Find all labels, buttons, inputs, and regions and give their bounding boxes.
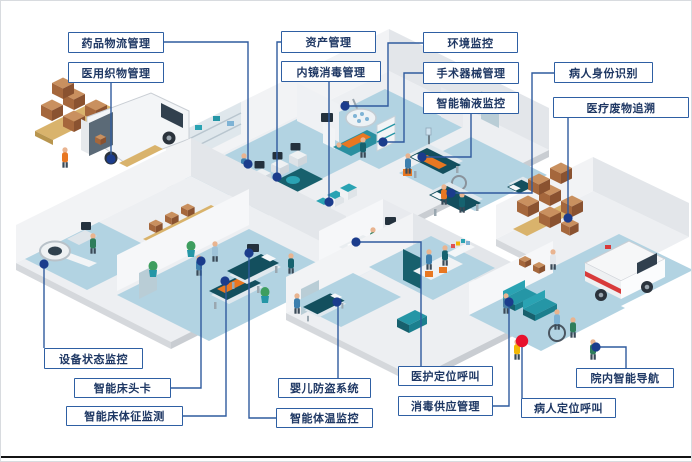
label-smart-bedside-card: 智能床头卡 [74,378,171,398]
label-smart-bed-vital-signs: 智能床体征监测 [66,406,183,426]
wheelchair [548,324,566,342]
bottom-rule [1,456,691,459]
label-patient-identification: 病人身份识别 [554,62,653,83]
label-infant-anti-theft: 婴儿防盗系统 [278,378,371,398]
label-equipment-status-monitoring: 设备状态监控 [44,348,143,369]
waste-box-stacks [513,162,583,236]
label-asset-mgmt: 资产管理 [281,31,376,53]
label-staff-locating-call: 医护定位呼叫 [398,366,493,386]
surgical-lamp [345,108,377,128]
right-wing [469,157,691,360]
label-medical-linen-mgmt: 医用织物管理 [68,62,164,83]
label-medical-waste-tracing: 医疗废物追溯 [553,97,689,118]
label-indoor-smart-navigation: 院内智能导航 [576,368,674,388]
label-patient-locating-call: 病人定位呼叫 [521,398,616,418]
label-smart-infusion-monitoring: 智能输液监控 [423,92,519,114]
label-endoscope-disinfection-mgmt: 内镜消毒管理 [281,61,381,82]
label-drug-logistics-mgmt: 药品物流管理 [68,32,164,53]
label-surgical-instrument-mgmt: 手术器械管理 [423,62,519,84]
label-smart-temperature-monitoring: 智能体温监控 [276,408,373,428]
ct-console-monitor [81,222,91,230]
loading-dock [35,77,190,186]
ambulance [583,240,667,301]
label-disinfection-supply-mgmt: 消毒供应管理 [398,396,493,416]
label-environment-monitoring: 环境监控 [423,32,518,53]
